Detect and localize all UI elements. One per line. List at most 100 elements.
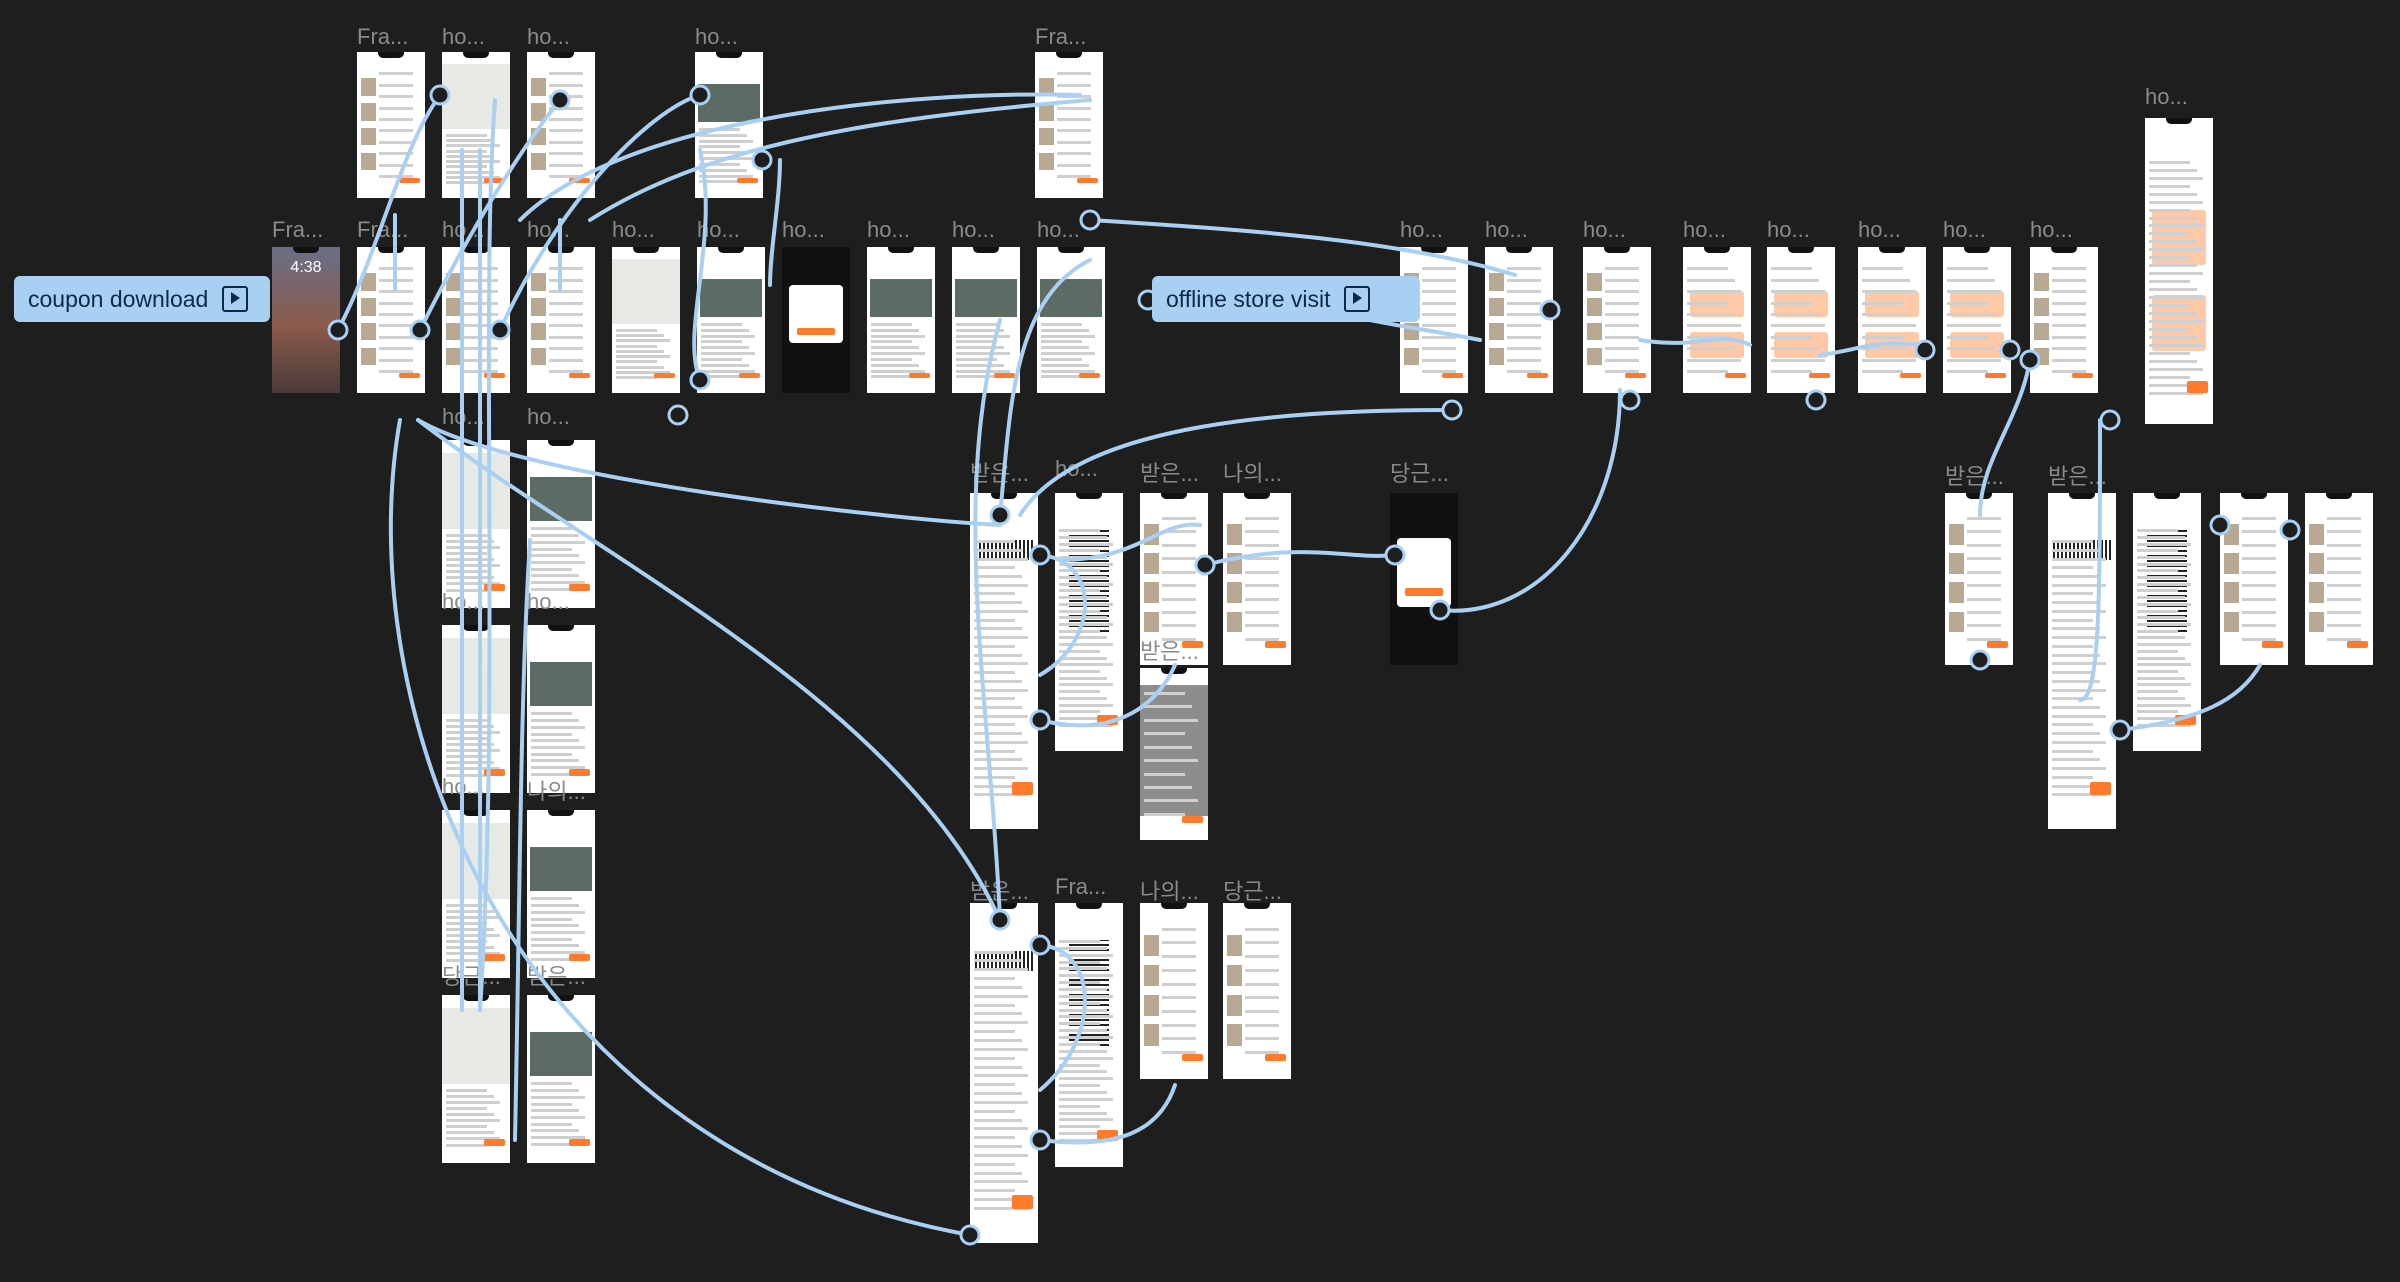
frame-title[interactable]: ho...	[527, 217, 570, 242]
frame-title[interactable]: 나의...	[1223, 461, 1282, 486]
cta-button[interactable]	[399, 372, 420, 379]
prototype-frame[interactable]	[1223, 493, 1291, 665]
frame-title[interactable]: Fra...	[272, 217, 324, 242]
prototype-frame[interactable]	[2145, 118, 2213, 424]
prototype-frame[interactable]	[1223, 903, 1291, 1079]
prototype-frame[interactable]	[357, 52, 425, 198]
cta-button[interactable]	[2262, 640, 2283, 648]
prototype-frame[interactable]	[527, 440, 595, 608]
cta-button[interactable]	[569, 584, 590, 592]
prototype-frame[interactable]	[1583, 247, 1651, 393]
frame-title[interactable]: 받은...	[1945, 464, 2004, 489]
prototype-frame[interactable]	[2133, 493, 2201, 751]
prototype-frame[interactable]	[1485, 247, 1553, 393]
cta-button[interactable]	[2347, 640, 2368, 648]
frame-title[interactable]: ho...	[527, 589, 570, 614]
prototype-frame[interactable]	[2048, 493, 2116, 829]
cta-button[interactable]	[1987, 640, 2008, 648]
frame-title[interactable]: ho...	[782, 217, 825, 242]
frame-title[interactable]: ho...	[1485, 217, 1528, 242]
cta-button[interactable]	[909, 372, 930, 379]
prototype-frame[interactable]	[442, 625, 510, 793]
frame-title[interactable]: ho...	[442, 404, 485, 429]
flow-badge-offline[interactable]: offline store visit	[1152, 276, 1420, 322]
prototype-frame[interactable]: 4:38	[272, 247, 340, 393]
frame-title[interactable]: 당근...	[442, 964, 501, 989]
cta-button[interactable]	[1012, 1195, 1033, 1209]
frame-title[interactable]: ho...	[1943, 217, 1986, 242]
frame-title[interactable]: Fra...	[1035, 24, 1087, 49]
prototype-frame[interactable]	[1140, 903, 1208, 1079]
prototype-frame[interactable]	[697, 247, 765, 393]
cta-button[interactable]	[2175, 714, 2196, 726]
frame-title[interactable]: 당근...	[1223, 879, 1282, 904]
prototype-frame[interactable]	[357, 247, 425, 393]
frame-title[interactable]: 받은...	[1140, 461, 1199, 486]
prototype-frame[interactable]	[2305, 493, 2373, 665]
prototype-frame[interactable]	[1140, 668, 1208, 840]
prototype-frame[interactable]	[970, 493, 1038, 829]
frame-title[interactable]: ho...	[442, 589, 485, 614]
cta-button[interactable]	[1182, 815, 1203, 823]
cta-button[interactable]	[484, 1139, 505, 1147]
frame-title[interactable]: ho...	[1858, 217, 1901, 242]
modal-confirm-button[interactable]	[1404, 587, 1444, 597]
cta-button[interactable]	[1442, 372, 1463, 379]
cta-button[interactable]	[654, 372, 675, 379]
frame-title[interactable]: 나의...	[527, 779, 586, 804]
frame-title[interactable]: ho...	[442, 217, 485, 242]
prototype-frame[interactable]	[1390, 493, 1458, 665]
prototype-frame[interactable]	[1037, 247, 1105, 393]
prototype-frame[interactable]	[527, 625, 595, 793]
prototype-frame[interactable]	[2220, 493, 2288, 665]
cta-button[interactable]	[1725, 372, 1746, 379]
frame-title[interactable]: ho...	[527, 24, 570, 49]
cta-button[interactable]	[484, 372, 505, 379]
cta-button[interactable]	[1265, 640, 1286, 648]
cta-button[interactable]	[1182, 1054, 1203, 1062]
cta-button[interactable]	[1625, 372, 1646, 379]
cta-button[interactable]	[484, 584, 505, 592]
cta-button[interactable]	[2187, 381, 2208, 394]
cta-button[interactable]	[484, 177, 505, 184]
frame-title[interactable]: 받은...	[2048, 464, 2107, 489]
frame-title[interactable]: ho...	[1683, 217, 1726, 242]
prototype-frame[interactable]	[1055, 493, 1123, 751]
prototype-frame[interactable]	[1035, 52, 1103, 198]
cta-button[interactable]	[1097, 714, 1118, 726]
prototype-frame[interactable]	[442, 247, 510, 393]
cta-button[interactable]	[739, 372, 760, 379]
prototype-frame[interactable]	[442, 52, 510, 198]
frame-title[interactable]: 받은...	[1140, 639, 1199, 664]
frame-title[interactable]: 받은...	[970, 879, 1029, 904]
prototype-frame[interactable]	[1943, 247, 2011, 393]
cta-button[interactable]	[737, 177, 758, 184]
cta-button[interactable]	[1079, 372, 1100, 379]
frame-title[interactable]: ho...	[2030, 217, 2073, 242]
frame-title[interactable]: ho...	[442, 774, 485, 799]
frame-title[interactable]: ho...	[1055, 456, 1098, 481]
prototype-frame[interactable]	[1683, 247, 1751, 393]
frame-title[interactable]: ho...	[1400, 217, 1443, 242]
frame-title[interactable]: ho...	[1583, 217, 1626, 242]
prototype-frame[interactable]	[867, 247, 935, 393]
frame-title[interactable]: Fra...	[357, 24, 409, 49]
frame-title[interactable]: ho...	[867, 217, 910, 242]
cta-button[interactable]	[1265, 1054, 1286, 1062]
cta-button[interactable]	[2072, 372, 2093, 379]
frame-title[interactable]: 나의...	[1140, 879, 1199, 904]
prototype-frame[interactable]	[2030, 247, 2098, 393]
cta-button[interactable]	[1182, 640, 1203, 648]
prototype-frame[interactable]	[527, 995, 595, 1163]
cta-button[interactable]	[1900, 372, 1921, 379]
prototype-frame[interactable]	[782, 247, 850, 393]
frame-title[interactable]: ho...	[952, 217, 995, 242]
frame-title[interactable]: 받은...	[527, 964, 586, 989]
frame-title[interactable]: Fra...	[357, 217, 409, 242]
cta-button[interactable]	[569, 372, 590, 379]
prototype-frame[interactable]	[1767, 247, 1835, 393]
prototype-frame[interactable]	[1055, 903, 1123, 1167]
frame-title[interactable]: ho...	[442, 24, 485, 49]
cta-button[interactable]	[1012, 781, 1033, 796]
